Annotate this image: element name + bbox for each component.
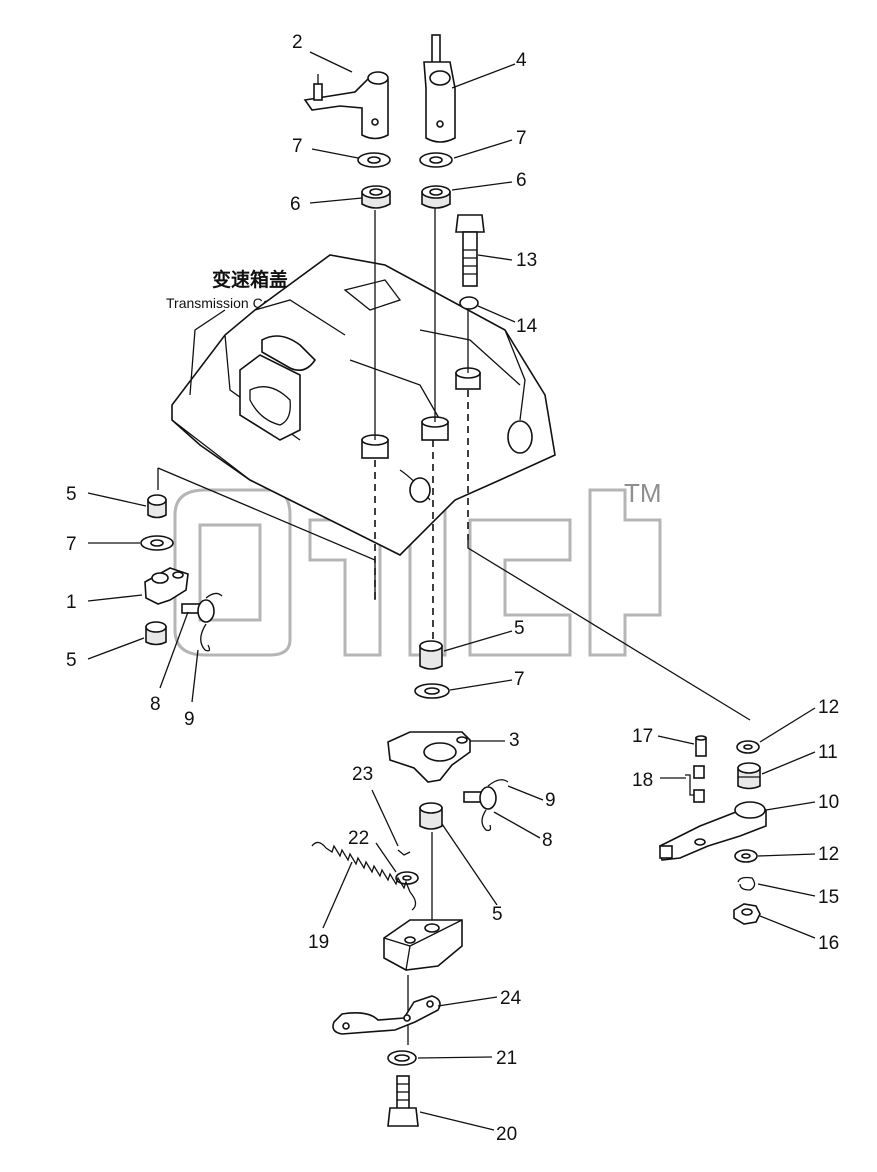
callout-11: 11 [818, 742, 838, 763]
part-16-nut [733, 903, 761, 925]
callout-12: 12 [818, 844, 839, 865]
callout-labels: 2 4 7 7 6 6 13 14 5 7 1 5 8 9 5 7 3 23 9… [66, 32, 839, 1145]
callout-15: 15 [818, 887, 839, 908]
callout-1: 1 [66, 592, 77, 613]
leader-lines [87, 51, 816, 1131]
callout-21: 21 [496, 1048, 517, 1069]
transmission-cover-housing [171, 254, 556, 556]
part-6-seal-left [361, 185, 391, 209]
leader-frame-left [157, 467, 376, 600]
callout-18: 18 [632, 770, 653, 791]
callout-4: 4 [516, 50, 527, 71]
callout-5: 5 [66, 484, 77, 505]
trademark-symbol: TM [624, 478, 662, 508]
part-8-bolt-middle [463, 786, 497, 810]
callout-9: 9 [545, 790, 556, 811]
title-chinese: 变速箱盖 [212, 268, 288, 291]
part-19-spring [311, 841, 417, 911]
part-24-bracket [332, 995, 441, 1035]
part-4-shaft [423, 34, 456, 143]
callout-24: 24 [500, 988, 522, 1009]
washer-hole [402, 875, 412, 881]
washer-hole [150, 539, 164, 547]
washer-hole [743, 744, 753, 750]
part-23-pin [397, 849, 411, 856]
callout-7: 7 [516, 128, 527, 149]
callout-14: 14 [516, 316, 538, 337]
part-1-lever [144, 567, 189, 605]
callout-6: 6 [290, 194, 301, 215]
part-17-pin [695, 735, 707, 757]
callout-7: 7 [292, 136, 303, 157]
washer-hole [429, 156, 443, 164]
part-2-lever [303, 71, 389, 140]
part-11-bushing [737, 762, 761, 790]
callout-17: 17 [632, 726, 653, 747]
part-5-bushing-left-top [147, 494, 167, 519]
leader-frame-right [467, 540, 751, 721]
part-6-seal-right [421, 185, 451, 209]
callout-19: 19 [308, 932, 329, 953]
part-block [383, 919, 463, 971]
part-9-wire-left [200, 592, 223, 652]
part-18-pins [685, 765, 705, 803]
callout-7: 7 [514, 669, 525, 690]
callout-5: 5 [492, 904, 503, 925]
callout-5: 5 [66, 650, 77, 671]
part-13-bolt [455, 214, 485, 287]
callout-13: 13 [516, 250, 537, 271]
callout-23: 23 [352, 764, 373, 785]
part-10-lever [659, 801, 767, 861]
callout-5: 5 [514, 618, 525, 639]
callout-7: 7 [66, 534, 77, 555]
washer-hole [424, 687, 440, 695]
callout-20: 20 [496, 1124, 517, 1145]
callout-2: 2 [292, 32, 303, 53]
callout-12: 12 [818, 697, 839, 718]
part-5-bushing-lower [419, 802, 443, 830]
part-5-bushing-middle [419, 640, 443, 670]
callout-16: 16 [818, 933, 839, 954]
callout-22: 22 [348, 828, 369, 849]
part-8-bolt-left [181, 599, 215, 623]
part-3-lever [387, 731, 471, 783]
callout-3: 3 [509, 730, 520, 751]
part-9-wire-middle [481, 779, 509, 832]
part-20-bolt [387, 1075, 419, 1127]
callout-6: 6 [516, 170, 527, 191]
part-14-o-ring [459, 296, 479, 310]
callout-10: 10 [818, 792, 839, 813]
washer-hole [367, 156, 381, 164]
washer-hole [741, 853, 751, 859]
part-15-snap-ring [737, 876, 756, 891]
callout-8: 8 [542, 830, 553, 851]
callout-9: 9 [184, 709, 195, 730]
callout-8: 8 [150, 694, 161, 715]
part-5-bushing-left-bottom [145, 621, 167, 646]
part-21-washer [387, 1050, 417, 1066]
